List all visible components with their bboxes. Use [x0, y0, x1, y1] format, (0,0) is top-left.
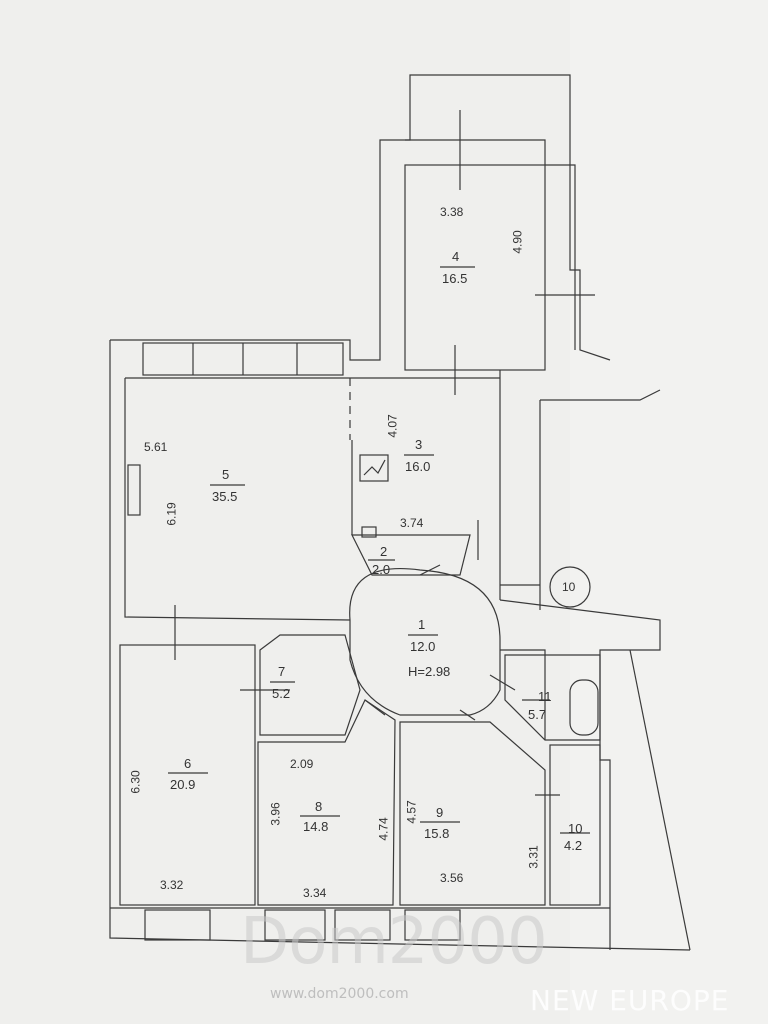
- room-3-number: 3: [415, 437, 423, 452]
- dim-room3-a: 4.07: [385, 414, 400, 438]
- dim-room8-width: 3.34: [303, 886, 327, 900]
- stair-symbol: [359, 454, 389, 482]
- watermark-brand: NEW EUROPE: [530, 984, 730, 1017]
- room-9-walls: [399, 721, 546, 906]
- dim-room10-height: 3.31: [526, 845, 541, 869]
- room-4-number: 4: [452, 249, 460, 264]
- room-9-area: 15.8: [424, 826, 450, 841]
- room-10-walls: [549, 744, 601, 906]
- dim-room9-height: 4.57: [404, 800, 419, 824]
- room-9-number: 9: [436, 805, 444, 820]
- dim-room8-a: 2.09: [290, 757, 314, 771]
- dim-room9-width: 3.56: [440, 871, 464, 885]
- room-5-number: 5: [222, 467, 230, 482]
- outer-wall: [109, 340, 691, 951]
- room-7-walls: [259, 634, 361, 736]
- watermark-url: www.dom2000.com: [270, 986, 409, 1002]
- room-3-area: 16.0: [405, 459, 431, 474]
- marker-circle: [549, 566, 591, 608]
- room-7-area: 5.2: [272, 686, 291, 701]
- inner-wall: [124, 378, 351, 621]
- room-1-number: 1: [418, 617, 426, 632]
- outer-wall-top: [110, 74, 611, 361]
- room-6-number: 6: [184, 756, 192, 771]
- hall-1-walls: [349, 568, 501, 716]
- room-11-area: 5.7: [528, 707, 547, 722]
- room-1-area: 12.0: [410, 639, 436, 654]
- dim-room8-c: 4.74: [376, 817, 391, 841]
- dim-room6-height: 6.30: [128, 770, 143, 794]
- dim-room6-width: 3.32: [160, 878, 184, 892]
- room-4-walls: [404, 164, 546, 371]
- room-11-number: 11: [538, 689, 552, 704]
- dim-room8-b: 3.96: [268, 802, 283, 826]
- room-6-area: 20.9: [170, 777, 196, 792]
- room-6-walls: [119, 644, 256, 906]
- room-5-area: 35.5: [212, 489, 238, 504]
- marker-label: 10: [562, 580, 576, 594]
- room-4-area: 16.5: [442, 271, 468, 286]
- room-7-number: 7: [278, 664, 286, 679]
- room-8-number: 8: [315, 799, 323, 814]
- room-8-walls: [257, 699, 396, 906]
- dim-room4-width: 3.38: [440, 205, 464, 219]
- bath-fixture: [569, 679, 599, 736]
- room-11-walls: [504, 654, 601, 741]
- dim-room3-b: 3.74: [400, 516, 424, 530]
- dim-room5-a: 5.61: [144, 440, 168, 454]
- dim-room5-b: 6.19: [164, 502, 179, 526]
- room-10-area: 4.2: [564, 838, 583, 853]
- room-8-area: 14.8: [303, 819, 329, 834]
- room-10-number: 10: [568, 821, 583, 836]
- room-2-walls: [351, 534, 471, 576]
- dim-room4-height: 4.90: [510, 230, 525, 254]
- room-2-area: 2.0: [372, 562, 391, 577]
- room-1-height: H=2.98: [408, 664, 451, 679]
- room-2-number: 2: [380, 544, 388, 559]
- watermark-logo: Dom2000: [240, 905, 548, 979]
